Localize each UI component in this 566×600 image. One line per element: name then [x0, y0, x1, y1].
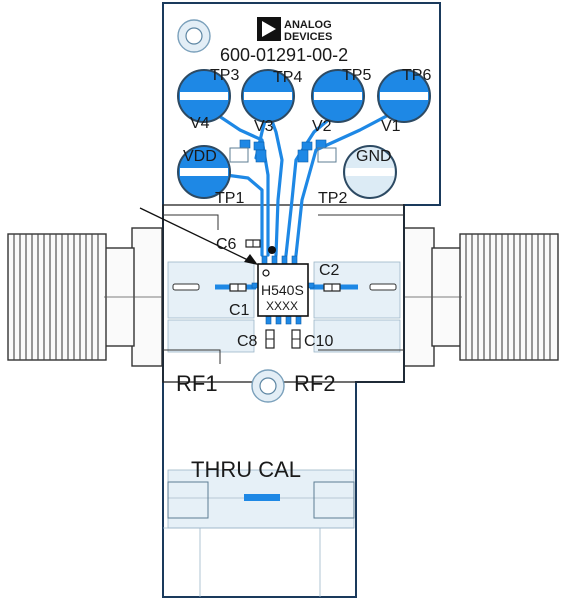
tp3-pad	[177, 69, 231, 123]
c8-capacitor	[265, 329, 275, 349]
chip-marking-line-2: XXXX	[266, 299, 298, 313]
v1-label: V1	[381, 118, 401, 135]
decoupling-pad-outlines	[229, 147, 337, 163]
c10-capacitor	[291, 329, 301, 349]
vdd-label: VDD	[183, 148, 217, 165]
c6-label: C6	[216, 236, 237, 253]
logo-line-1: ANALOG	[284, 19, 332, 31]
c1-label: C1	[229, 302, 250, 319]
pin1-arrow	[139, 207, 258, 265]
tp4-label: TP4	[273, 69, 302, 86]
rf1-label: RF1	[176, 371, 218, 396]
logo-line-2: DEVICES	[284, 31, 332, 43]
tp3-label: TP3	[210, 67, 239, 84]
c6-capacitor	[245, 239, 261, 248]
c8-label: C8	[237, 333, 258, 350]
tp5-label: TP5	[342, 67, 371, 84]
c2-capacitor	[323, 283, 341, 292]
v4-label: V4	[190, 115, 210, 132]
mounting-hole-top	[177, 19, 211, 53]
rf-port-cutouts	[172, 283, 397, 291]
cal-ground-edges	[163, 527, 354, 597]
mounting-hole-bottom	[251, 369, 285, 403]
rf2-sma-connector	[403, 227, 559, 367]
tp1-vdd-pad	[177, 145, 231, 199]
c2-label: C2	[319, 262, 340, 279]
tp4-pad	[241, 69, 295, 123]
c1-capacitor	[229, 283, 247, 292]
v3-label: V3	[254, 118, 274, 135]
h540s-chip: H540S XXXX	[257, 263, 309, 317]
gnd-label: GND	[356, 148, 392, 165]
tp6-label: TP6	[402, 67, 431, 84]
thru-cal-label: THRU CAL	[191, 457, 301, 482]
pin1-dot	[268, 246, 276, 254]
bias-traces	[202, 108, 400, 257]
tp5-pad	[311, 69, 365, 123]
tp6-pad	[377, 69, 431, 123]
v2-label: V2	[312, 118, 332, 135]
thru-cal-line	[167, 481, 355, 519]
rf2-label: RF2	[294, 371, 336, 396]
rf1-sma-connector	[7, 227, 163, 367]
chip-marking-line-1: H540S	[261, 282, 304, 298]
tp1-label: TP1	[215, 190, 244, 207]
analog-devices-logo: ANALOG DEVICES	[257, 17, 332, 43]
tp2-gnd-pad	[343, 145, 397, 199]
board-part-number: 600-01291-00-2	[220, 45, 348, 65]
ground-clearance-left	[163, 214, 404, 364]
decoupling-pads-top	[239, 139, 327, 163]
tp2-label: TP2	[318, 190, 347, 207]
c10-label: C10	[304, 333, 333, 350]
